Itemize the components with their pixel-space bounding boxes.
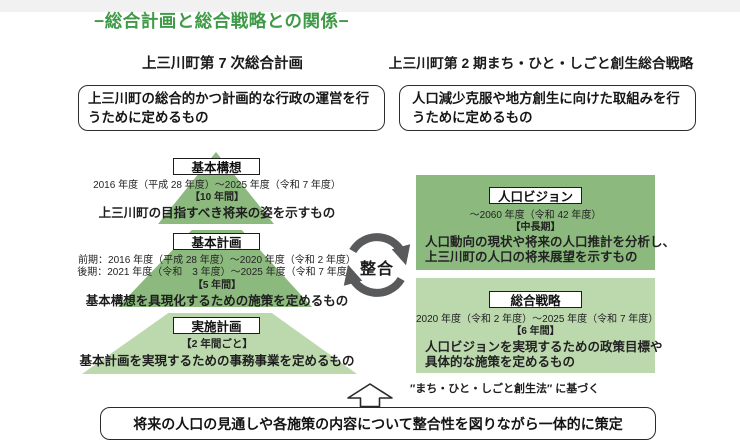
tier1-label-badge: 基本構想 [173, 158, 260, 175]
left-purpose-text: 上三川町の総合的かつ計画的な行政の運営を行うために定めるもの [88, 90, 370, 125]
vision-description-line2: 上三川町の人口の将来展望を示すもの [425, 250, 638, 264]
tier2-label-badge: 基本計画 [173, 233, 260, 250]
vision-label-badge: 人口ビジョン [489, 187, 582, 204]
tier3-description: 基本計画を実現するための事務事業を定めるもの [79, 354, 355, 368]
vision-duration: 【中長期】 [510, 222, 561, 233]
left-purpose-box: 上三川町の総合的かつ計画的な行政の運営を行うために定めるもの [78, 85, 385, 131]
sync-arrows-icon [343, 233, 411, 297]
population-vision-box: 人口ビジョン ～2060 年度（令和 42 年度） 【中長期】 人口動向の現状や… [416, 175, 676, 270]
page-title: −総合計画と総合戦略との関係− [94, 11, 350, 31]
legal-basis-note: ″まち・ひと・しごと創生法″ に基づく [410, 383, 600, 395]
tier3-label-badge: 実施計画 [173, 317, 260, 334]
strategy-period: 2020 年度（令和 2 年度）～2025 年度（令和 7 年度） [416, 314, 659, 325]
tier2-period-first: 前期：2016 年度（平成 28 年度）～2020 年度（令和 2 年度） [78, 255, 356, 266]
tier2-period-second: 後期：2021 年度（令和 3 年度）～2025 年度（令和 7 年度） [77, 267, 357, 278]
general-strategy-box: 総合戦略 2020 年度（令和 2 年度）～2025 年度（令和 7 年度） 【… [416, 278, 663, 373]
tier1-period: 2016 年度（平成 28 年度）～2025 年度（令和 7 年度） [93, 180, 341, 191]
vision-description-line1: 人口動向の現状や将来の人口推計を分析し、 [425, 235, 676, 249]
tier2-description: 基本構想を具現化するための施策を定めるもの [85, 294, 349, 308]
right-strategy-header: 上三川町第 2 期まち・ひと・しごと創生総合戦略 [388, 56, 694, 71]
tier3-duration: 【2 年間ごと】 [181, 338, 253, 350]
tier1-description: 上三川町の目指すべき将来の姿を示すもの [98, 206, 336, 220]
up-arrow-icon [347, 383, 393, 408]
tier1-duration: 【10 年間】 [190, 192, 244, 203]
vision-period: ～2060 年度（令和 42 年度） [469, 210, 602, 221]
strategy-label-badge: 総合戦略 [489, 291, 582, 308]
right-purpose-box: 人口減少克服や地方創生に向けた取組みを行うために定めるもの [399, 85, 696, 131]
right-purpose-text: 人口減少克服や地方創生に向けた取組みを行うために定めるもの [412, 90, 680, 125]
integration-statement-box: 将来の人口の見通しや各施策の内容について整合性を図りながら一体的に策定 [100, 407, 656, 440]
left-plan-header: 上三川町第 7 次総合計画 [141, 56, 304, 72]
sync-label: 整合 [359, 261, 394, 278]
tier2-duration: 【5 年間】 [192, 280, 242, 291]
strategy-description-line2: 具体的な施策を定めるもの [425, 355, 576, 369]
top-page-edge [0, 0, 740, 12]
strategy-duration: 【6 年間】 [511, 326, 560, 337]
strategy-description-line1: 人口ビジョンを実現するための政策目標や [425, 340, 663, 354]
integration-statement-text: 将来の人口の見通しや各施策の内容について整合性を図りながら一体的に策定 [133, 415, 623, 432]
